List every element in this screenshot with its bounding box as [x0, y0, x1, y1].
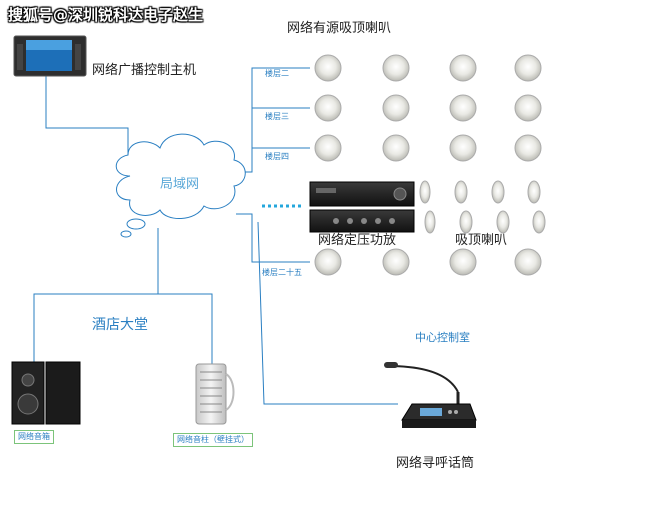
line-cloud-to-control-room: [257, 221, 398, 405]
lan-cloud-label: 局域网: [160, 177, 200, 192]
active-speakers-title: 网络有源吸顶喇叭: [287, 21, 392, 36]
passive-ceiling-speakers: [419, 180, 546, 234]
paging-mic-label: 网络寻呼话筒: [396, 456, 475, 471]
control-room-label: 中心控制室: [415, 331, 470, 344]
amplifier-label: 网络定压功放: [318, 233, 397, 248]
lan-cloud: [115, 133, 246, 238]
host-label: 网络广播控制主机: [92, 63, 197, 78]
lobby-column-speaker: [195, 363, 235, 425]
ceiling-speaker-label: 吸顶喇叭: [455, 233, 508, 248]
box-speaker-label: 网络音箱: [14, 430, 54, 444]
line-cloud-to-floor25: [236, 213, 310, 263]
floor-label-3: 楼层三: [265, 112, 289, 121]
active-ceiling-speakers: [314, 54, 542, 276]
paging-microphone-device: [384, 362, 477, 428]
floor-label-25: 楼层二十五: [262, 268, 302, 277]
watermark: 搜狐号@深圳锐科达电子赵生: [8, 6, 204, 24]
floor-label-2: 楼层二: [265, 69, 289, 78]
connection-lines: [33, 67, 398, 405]
lobby-label: 酒店大堂: [92, 317, 148, 333]
lobby-box-speakers: [11, 361, 81, 425]
control-host-monitor: [13, 35, 87, 77]
network-amplifier-units: [309, 181, 415, 233]
floor-label-4: 楼层四: [265, 152, 289, 161]
line-cloud-to-lobby: [33, 228, 213, 364]
column-speaker-label: 网络音柱（壁挂式）: [173, 433, 253, 447]
line-host-to-cloud: [45, 76, 129, 158]
